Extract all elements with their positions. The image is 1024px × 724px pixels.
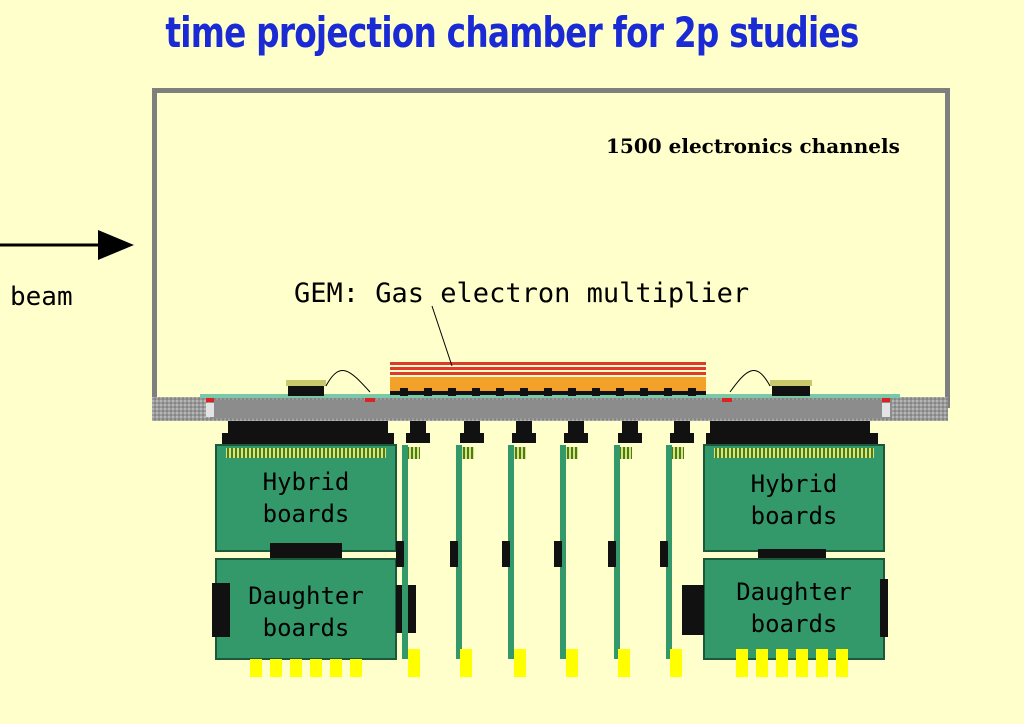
daughter-right-line1: Daughter: [736, 578, 852, 606]
daughter-left-label: Daughter boards: [216, 580, 396, 644]
tpc-chamber-frame: [152, 88, 950, 408]
hybrid-right-line2: boards: [750, 502, 838, 530]
right-board-assembly: [682, 421, 888, 677]
hybrid-right-line1: Hybrid: [750, 470, 838, 498]
daughter-left-line2: boards: [262, 614, 350, 642]
top-connectors: [286, 370, 812, 396]
vertical-board-5: [608, 421, 642, 677]
vertical-board-6: [660, 421, 694, 677]
vertical-readout-boards: [396, 421, 694, 677]
channels-label: 1500 electronics channels: [606, 134, 900, 158]
base-plate: [152, 394, 948, 421]
hybrid-right-label: Hybrid boards: [704, 468, 884, 532]
daughter-left-line1: Daughter: [248, 582, 364, 610]
hybrid-left-line2: boards: [262, 500, 350, 528]
hybrid-left-label: Hybrid boards: [216, 466, 396, 530]
gem-stack: [390, 305, 706, 395]
gem-label: GEM: Gas electron multiplier: [294, 278, 750, 309]
vertical-board-1: [396, 421, 430, 677]
daughter-right-line2: boards: [750, 610, 838, 638]
vertical-board-2: [450, 421, 484, 677]
left-board-assembly: [212, 421, 416, 677]
vertical-board-4: [554, 421, 588, 677]
daughter-right-label: Daughter boards: [704, 576, 884, 640]
gem-readout-connectors: [400, 388, 696, 396]
vertical-board-3: [502, 421, 536, 677]
diagram-title: time projection chamber for 2p studies: [165, 8, 859, 57]
hybrid-left-line1: Hybrid: [262, 468, 350, 496]
beam-label: beam: [10, 282, 73, 312]
